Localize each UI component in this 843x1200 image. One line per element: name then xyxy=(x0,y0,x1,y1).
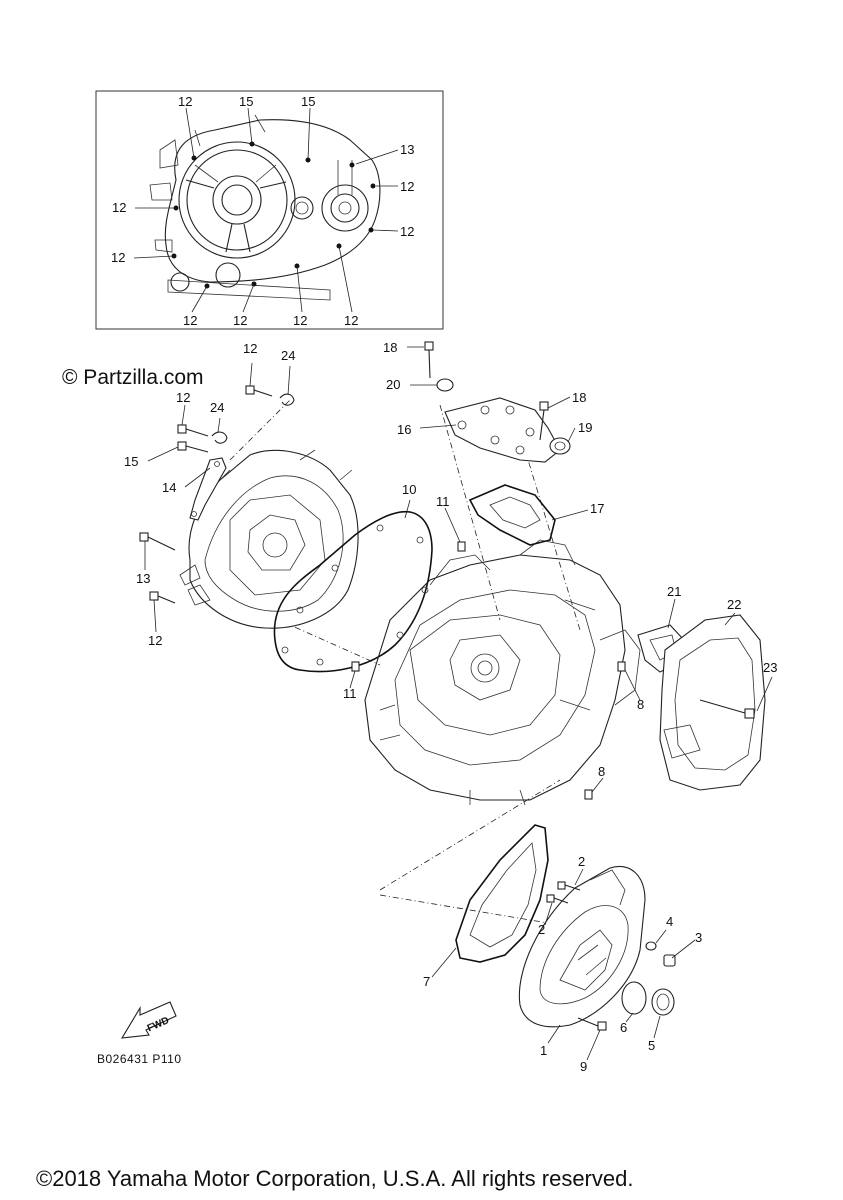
callout: 18 xyxy=(383,340,397,355)
callout: 14 xyxy=(162,480,176,495)
inset-callout: 15 xyxy=(239,94,253,109)
callout: 17 xyxy=(590,501,604,516)
callout: 12 xyxy=(176,390,190,405)
callout: 24 xyxy=(210,400,224,415)
bolt-18-top xyxy=(424,341,434,379)
clip-24-mid xyxy=(211,431,228,444)
callout: 18 xyxy=(572,390,586,405)
bolt-12-upper xyxy=(245,385,273,397)
callout: 8 xyxy=(598,764,605,779)
callout: 7 xyxy=(423,974,430,989)
callout: 11 xyxy=(436,494,450,509)
copyright-notice: ©2018 Yamaha Motor Corporation, U.S.A. A… xyxy=(36,1166,633,1191)
inset-callout: 12 xyxy=(233,313,247,328)
callout: 16 xyxy=(397,422,411,437)
bolt-13 xyxy=(139,532,176,551)
bolt-9 xyxy=(577,1017,607,1031)
assembly-line xyxy=(379,894,561,926)
inset-crankcase-cover xyxy=(149,114,381,301)
callout: 4 xyxy=(666,914,673,929)
bolt-2-upper xyxy=(557,881,581,891)
assembly-line xyxy=(229,399,291,461)
bracket-14 xyxy=(189,457,227,521)
inset-frame xyxy=(95,90,444,330)
callout: 9 xyxy=(580,1059,587,1074)
callout: 12 xyxy=(243,341,257,356)
sprocket-cover-22 xyxy=(659,614,766,791)
assembly-line xyxy=(379,779,561,891)
top-cover-gasket xyxy=(468,484,556,546)
fwd-arrow-icon: FWD xyxy=(120,1001,177,1039)
callout: 5 xyxy=(648,1038,655,1053)
callout: 13 xyxy=(136,571,150,586)
assembly-line xyxy=(524,449,581,631)
generator-cover xyxy=(518,866,646,1028)
dowel-pin-11-lower xyxy=(351,661,360,672)
main-leaders xyxy=(144,346,773,1061)
generator-cover-gasket xyxy=(455,824,549,963)
callout: 15 xyxy=(124,454,138,469)
dowel-pin-11-upper xyxy=(457,541,466,552)
dowel-pin-8-upper xyxy=(617,661,626,672)
inset-detail: 12 15 15 13 12 12 12 12 12 12 12 12 xyxy=(95,90,444,330)
callout: 3 xyxy=(695,930,702,945)
callout: 1 xyxy=(540,1043,547,1058)
callout: 21 xyxy=(667,584,681,599)
assembly-line xyxy=(439,404,501,621)
grommet-19 xyxy=(549,437,571,455)
inset-callout: 12 xyxy=(178,94,192,109)
washer-4 xyxy=(645,941,657,951)
callout: 6 xyxy=(620,1020,627,1035)
bolt-15 xyxy=(177,441,209,453)
inset-callout: 12 xyxy=(400,224,414,239)
inset-callout: 12 xyxy=(112,200,126,215)
bolt-2-lower xyxy=(546,894,569,904)
inset-callout: 12 xyxy=(400,179,414,194)
inset-callout: 13 xyxy=(400,142,414,157)
dowel-pin-8-lower xyxy=(584,789,593,800)
callout: 11 xyxy=(343,686,357,701)
inset-callout: 12 xyxy=(293,313,307,328)
bolt-12-mid xyxy=(177,424,209,437)
inset-callout: 12 xyxy=(183,313,197,328)
inset-callout: 15 xyxy=(301,94,315,109)
callout: 20 xyxy=(386,377,400,392)
washer-20 xyxy=(436,378,454,392)
inset-leaders xyxy=(133,107,399,313)
callout: 2 xyxy=(578,854,585,869)
reference-code: B026431 P110 xyxy=(97,1052,182,1066)
callout: 2 xyxy=(538,922,545,937)
top-cover xyxy=(444,397,561,463)
o-ring-6 xyxy=(621,981,647,1015)
plug-5 xyxy=(651,988,675,1016)
inset-callout: 12 xyxy=(111,250,125,265)
engine-block xyxy=(364,539,641,806)
callout: 8 xyxy=(637,697,644,712)
callout: 19 xyxy=(578,420,592,435)
callout: 24 xyxy=(281,348,295,363)
callout: 10 xyxy=(402,482,416,497)
callout: 22 xyxy=(727,597,741,612)
main-exploded-view: 18 20 18 16 19 17 12 24 12 24 15 14 10 1… xyxy=(124,340,777,1074)
crankcase-cover-gasket xyxy=(273,510,433,673)
clip-24-upper xyxy=(279,393,295,406)
watermark: © Partzilla.com xyxy=(62,366,204,389)
inset-callout: 12 xyxy=(344,313,358,328)
bolt-18-right xyxy=(539,401,549,441)
gasket-bolt-holes xyxy=(281,524,429,666)
callout: 23 xyxy=(763,660,777,675)
bolt-23 xyxy=(699,699,755,719)
callout: 12 xyxy=(148,633,162,648)
